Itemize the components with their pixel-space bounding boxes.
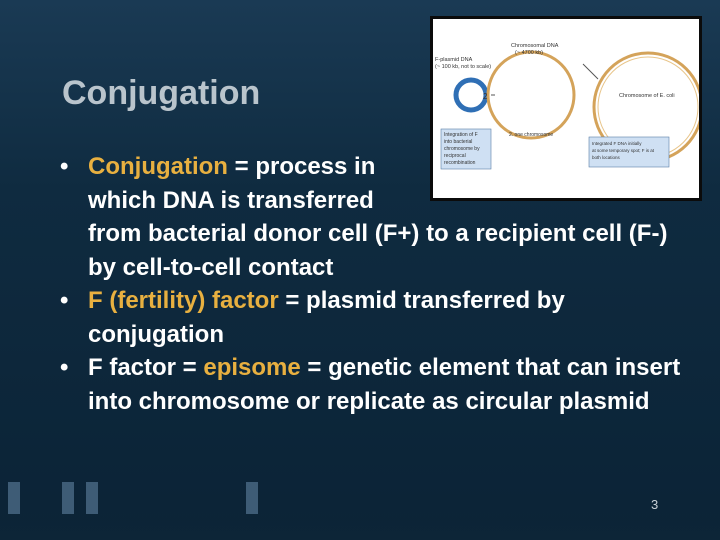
bullet-text: = plasmid transferred by conjugation [88,287,565,348]
caption-left-line: Integration of F [444,132,478,138]
bullet-text: = process in which DNA is transferred fr… [88,153,668,281]
slide-title: Conjugation [62,74,261,112]
caption-left-line: chromosome by [444,146,480,152]
bullet-list: Conjugation = process in which DNA is tr… [60,150,700,418]
page-number: 3 [651,497,659,512]
bullet-item: F (fertility) factor = plasmid transferr… [60,284,700,351]
f-plasmid-ring [453,77,489,113]
highlight-term: Conjugation [88,153,228,180]
label-fplasmid: F-plasmid DNA [435,57,473,63]
label-number: 2 [483,92,488,101]
highlight-term: F (fertility) factor [88,287,279,314]
bullet-lead: F factor = [88,354,204,381]
label-chromosome-ecoli: Chromosome of E. coli [619,93,675,99]
caption-left-line: into bacterial [444,139,472,145]
arrow-icon [582,63,599,80]
label-chromosomal-size: (~ 4700 kb) [515,50,543,56]
caption-right-line: Integrated F DNA initially [592,141,642,146]
bullet-item: F factor = episome = genetic element tha… [60,351,700,418]
bullet-item: Conjugation = process in which DNA is tr… [60,150,700,284]
decorative-block [246,482,258,514]
label-fplasmid-note: (~ 100 kb, not to scale) [435,64,491,70]
decorative-block [62,482,74,514]
chromosome-ring [486,50,576,140]
decorative-block [8,482,20,514]
float-spacer [430,150,700,204]
footer-decoration [0,480,720,540]
highlight-term: episome [203,354,301,381]
bullet-text: = genetic element that can insert into c… [88,354,681,415]
label-chromosomal: Chromosomal DNA [511,43,559,49]
decorative-block [86,482,98,514]
caption-mid: 2. one chromosome [509,132,553,138]
